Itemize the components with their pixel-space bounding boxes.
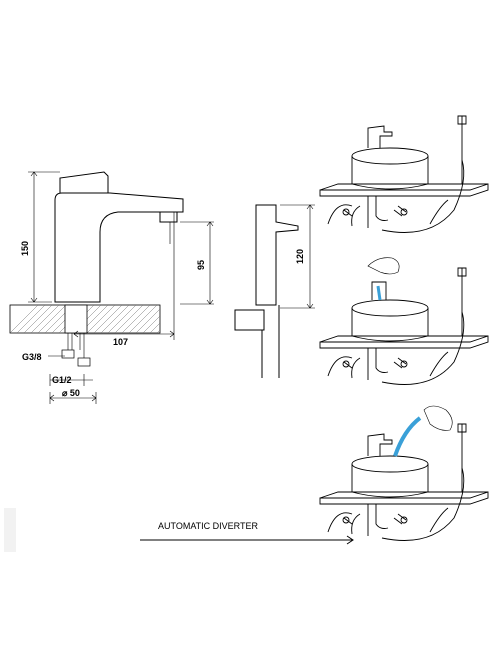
dim-label-107: 107 — [113, 337, 128, 347]
counter-slab — [9, 304, 161, 334]
hand-holding-shower — [423, 405, 453, 431]
dim-line-120 — [280, 204, 315, 309]
hand-shower-head — [255, 204, 299, 306]
usage-illustration-3 — [319, 423, 489, 541]
inlet-nut-left — [61, 349, 75, 359]
diverter-label: AUTOMATIC DIVERTER — [158, 521, 259, 531]
faucet-aerator — [159, 212, 178, 223]
dim-line-g12 — [49, 374, 93, 386]
hand-shower-view: 120 — [234, 204, 315, 378]
hand-shower-bracket — [234, 309, 265, 331]
faucet-body — [54, 192, 184, 303]
dim-label-95: 95 — [196, 260, 206, 270]
dim-line-95 — [180, 221, 214, 305]
dim-label-d50: ⌀ 50 — [62, 388, 80, 398]
dim-label-g12: G1/2 — [52, 375, 72, 385]
dim-label-150: 150 — [20, 241, 30, 256]
shelf — [319, 183, 489, 197]
usage-illustration-1 — [319, 115, 489, 233]
dim-label-120: 120 — [295, 249, 305, 264]
faucet-lever — [59, 171, 109, 193]
shelf — [319, 491, 489, 505]
water-stream-basin — [376, 285, 382, 301]
basin-rim — [351, 147, 429, 165]
hand-shower-hose — [261, 305, 280, 378]
shelf — [319, 335, 489, 349]
dim-line-d50 — [49, 392, 97, 404]
dim-line-107 — [73, 212, 175, 340]
basin-rim — [351, 455, 429, 473]
usage-illustration-2 — [319, 267, 489, 385]
diverter-arrow — [140, 535, 354, 545]
inlet-hoses — [67, 333, 85, 360]
hand-on-lever — [367, 257, 400, 275]
dim-line-150 — [28, 171, 60, 303]
diverter-callout: AUTOMATIC DIVERTER — [140, 521, 354, 545]
basin-rim — [351, 299, 429, 317]
inlet-tail — [64, 304, 88, 334]
dim-label-g38: G3/8 — [22, 352, 42, 362]
scan-artifact — [4, 508, 16, 552]
water-stream-handshower — [393, 416, 422, 457]
faucet-side-view: 150 95 107 G3/8 G1/2 ⌀ 50 — [9, 171, 214, 404]
inlet-nut-right — [77, 357, 91, 367]
